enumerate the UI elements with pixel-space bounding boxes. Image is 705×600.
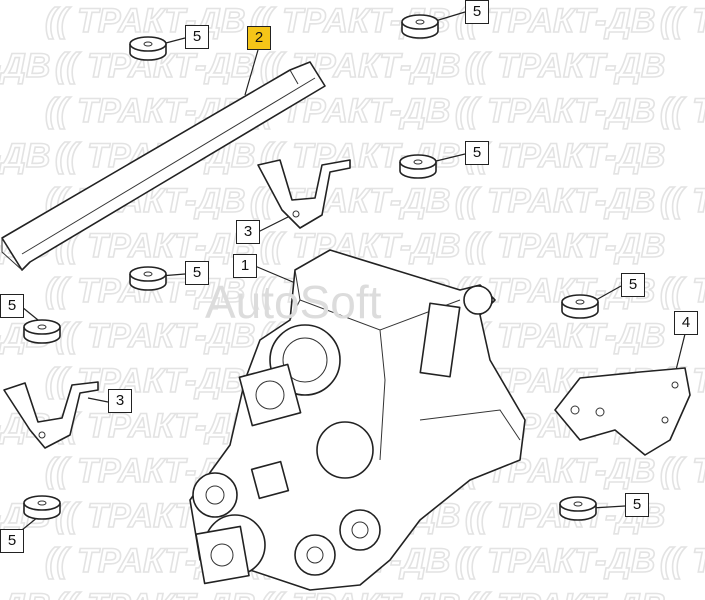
callout-cushion[interactable]: 5	[625, 493, 649, 517]
watermark-text: (( ТРАКТ-ДВ	[465, 587, 665, 600]
watermark-text: (( ТРАКТ-ДВ	[660, 2, 705, 40]
callout-cushion[interactable]: 5	[0, 294, 24, 318]
cushion-part[interactable]	[559, 496, 597, 521]
cushion-part[interactable]	[23, 495, 61, 520]
watermark-text: (( ТРАКТ-ДВ	[465, 317, 665, 355]
cushion-part[interactable]	[23, 319, 61, 344]
watermark-text: (( ТРАКТ-ДВ	[660, 92, 705, 130]
watermark-text: (( ТРАКТ-ДВ	[455, 92, 655, 130]
cushion-part[interactable]	[401, 14, 439, 39]
watermark-text: (( ТРАКТ-ДВ	[260, 587, 460, 600]
watermark-text: (( ТРАКТ-ДВ	[465, 47, 665, 85]
bracket-part-lower[interactable]	[3, 381, 99, 449]
watermark-text: (( ТРАКТ-ДВ	[660, 452, 705, 490]
watermark-text: (( ТРАКТ-ДВ	[660, 182, 705, 220]
callout-bracket[interactable]: 3	[108, 389, 132, 413]
watermark-text: (( ТРАКТ-ДВ	[0, 587, 50, 600]
watermark-text: (( ТРАКТ-ДВ	[55, 587, 255, 600]
bracket-part-upper[interactable]	[257, 159, 351, 229]
callout-cushion[interactable]: 5	[0, 529, 24, 553]
cushion-part[interactable]	[561, 294, 599, 319]
watermark-text: (( ТРАКТ-ДВ	[455, 542, 655, 580]
watermark-text: (( ТРАКТ-ДВ	[0, 47, 50, 85]
transfer-case-part[interactable]	[189, 249, 526, 591]
watermark-text: (( ТРАКТ-ДВ	[45, 2, 245, 40]
callout-cushion[interactable]: 5	[465, 141, 489, 165]
watermark-text: (( ТРАКТ-ДВ	[660, 542, 705, 580]
watermark-text: (( ТРАКТ-ДВ	[55, 317, 255, 355]
cushion-part[interactable]	[129, 266, 167, 291]
cushion-part[interactable]	[129, 36, 167, 61]
autosoft-watermark: AutoSoft	[205, 276, 382, 328]
watermark-text: (( ТРАКТ-ДВ	[465, 227, 665, 265]
callout-bracket[interactable]: 4	[674, 311, 698, 335]
callout-transfer-case[interactable]: 1	[233, 254, 257, 278]
callout-cushion[interactable]: 5	[185, 261, 209, 285]
callout-frame-rail[interactable]: 2	[247, 26, 271, 50]
watermark-text: (( ТРАКТ-ДВ	[55, 227, 255, 265]
callout-cushion[interactable]: 5	[185, 25, 209, 49]
cushion-part[interactable]	[399, 154, 437, 179]
callout-bracket[interactable]: 3	[236, 220, 260, 244]
watermark-text: (( ТРАКТ-ДВ	[0, 137, 50, 175]
watermark-text: (( ТРАКТ-ДВ	[660, 272, 705, 310]
watermark-text: (( ТРАКТ-ДВ	[55, 407, 255, 445]
callout-cushion[interactable]: 5	[621, 273, 645, 297]
callout-cushion[interactable]: 5	[465, 0, 489, 24]
bracket-part-4[interactable]	[554, 367, 691, 456]
watermark-text: (( ТРАКТ-ДВ	[465, 137, 665, 175]
watermark-text: (( ТРАКТ-ДВ	[455, 182, 655, 220]
frame-rail-part[interactable]	[1, 61, 326, 271]
cushions	[23, 14, 599, 521]
